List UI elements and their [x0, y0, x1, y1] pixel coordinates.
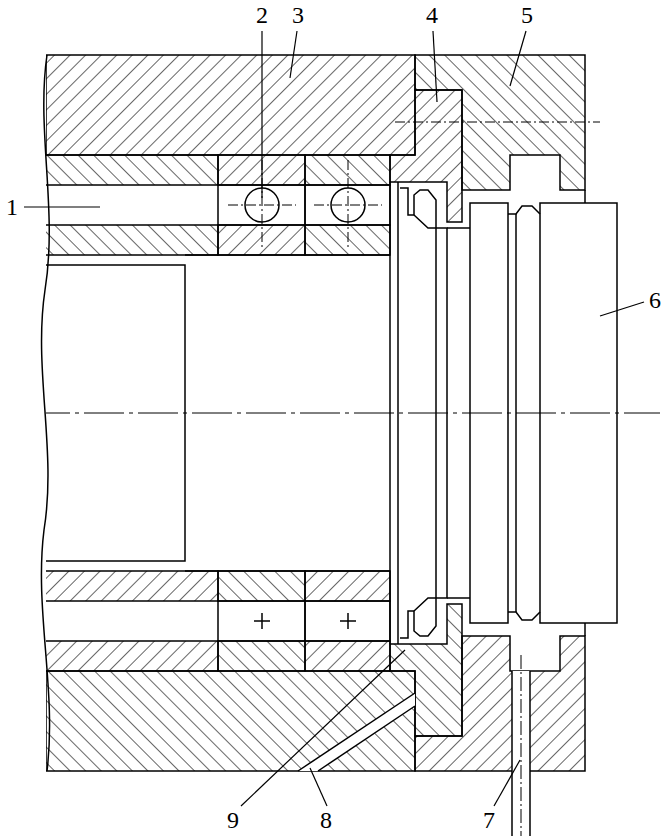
- oil-channel: [318, 706, 415, 771]
- leader-line: [261, 31, 262, 198]
- sleeve-wall: [45, 155, 218, 185]
- ring-part: [515, 214, 517, 413]
- leader-line: [433, 31, 437, 102]
- callout-number: 7: [481, 807, 497, 833]
- ball-symbols: [254, 613, 356, 629]
- sleeve-wall: [45, 225, 218, 255]
- cross-mark: [347, 613, 349, 629]
- oil-channel: [298, 693, 415, 771]
- axis-line: [30, 413, 660, 414]
- housing-step: [584, 190, 586, 203]
- end-cover: [390, 90, 462, 222]
- oil-channel: [529, 671, 531, 836]
- lower-half: [45, 413, 617, 771]
- center-lines: [30, 122, 660, 413]
- leader-line: [510, 31, 526, 86]
- ring-part: [470, 203, 508, 413]
- callout-number: 9: [225, 807, 241, 833]
- callout-number: 4: [424, 2, 440, 28]
- seal-line: [389, 182, 391, 413]
- bore-line: [45, 265, 185, 413]
- center-line: [521, 655, 522, 836]
- break-mask: [30, 40, 46, 800]
- leader-lines: [24, 31, 644, 806]
- leader-line: [24, 206, 100, 207]
- leader-line: [290, 31, 297, 78]
- labyrinth-seal: [400, 188, 436, 413]
- leader-line: [494, 760, 520, 806]
- seal-line: [397, 182, 399, 413]
- callout-number: 8: [318, 807, 334, 833]
- oil-channel: [511, 671, 513, 836]
- seal-line: [447, 227, 470, 229]
- labyrinth-seal: [414, 215, 447, 413]
- ring-part: [540, 203, 617, 413]
- center-line: [395, 122, 600, 123]
- break-line: [41, 55, 49, 771]
- oil-channel: [298, 693, 415, 771]
- callout-number: 5: [519, 2, 535, 28]
- bore-line: [185, 254, 390, 256]
- callout-number: 2: [254, 2, 270, 28]
- cross-mark: [261, 613, 263, 629]
- upper-half: [45, 55, 617, 413]
- callout-number: 3: [290, 2, 306, 28]
- callout-number: 1: [4, 194, 20, 220]
- leader-line: [241, 650, 405, 806]
- center-line: [348, 160, 349, 250]
- leader-line: [600, 302, 644, 316]
- callout-number: 6: [647, 287, 663, 313]
- ring-part: [508, 206, 540, 214]
- leader-line: [310, 768, 327, 806]
- housing: [46, 55, 415, 155]
